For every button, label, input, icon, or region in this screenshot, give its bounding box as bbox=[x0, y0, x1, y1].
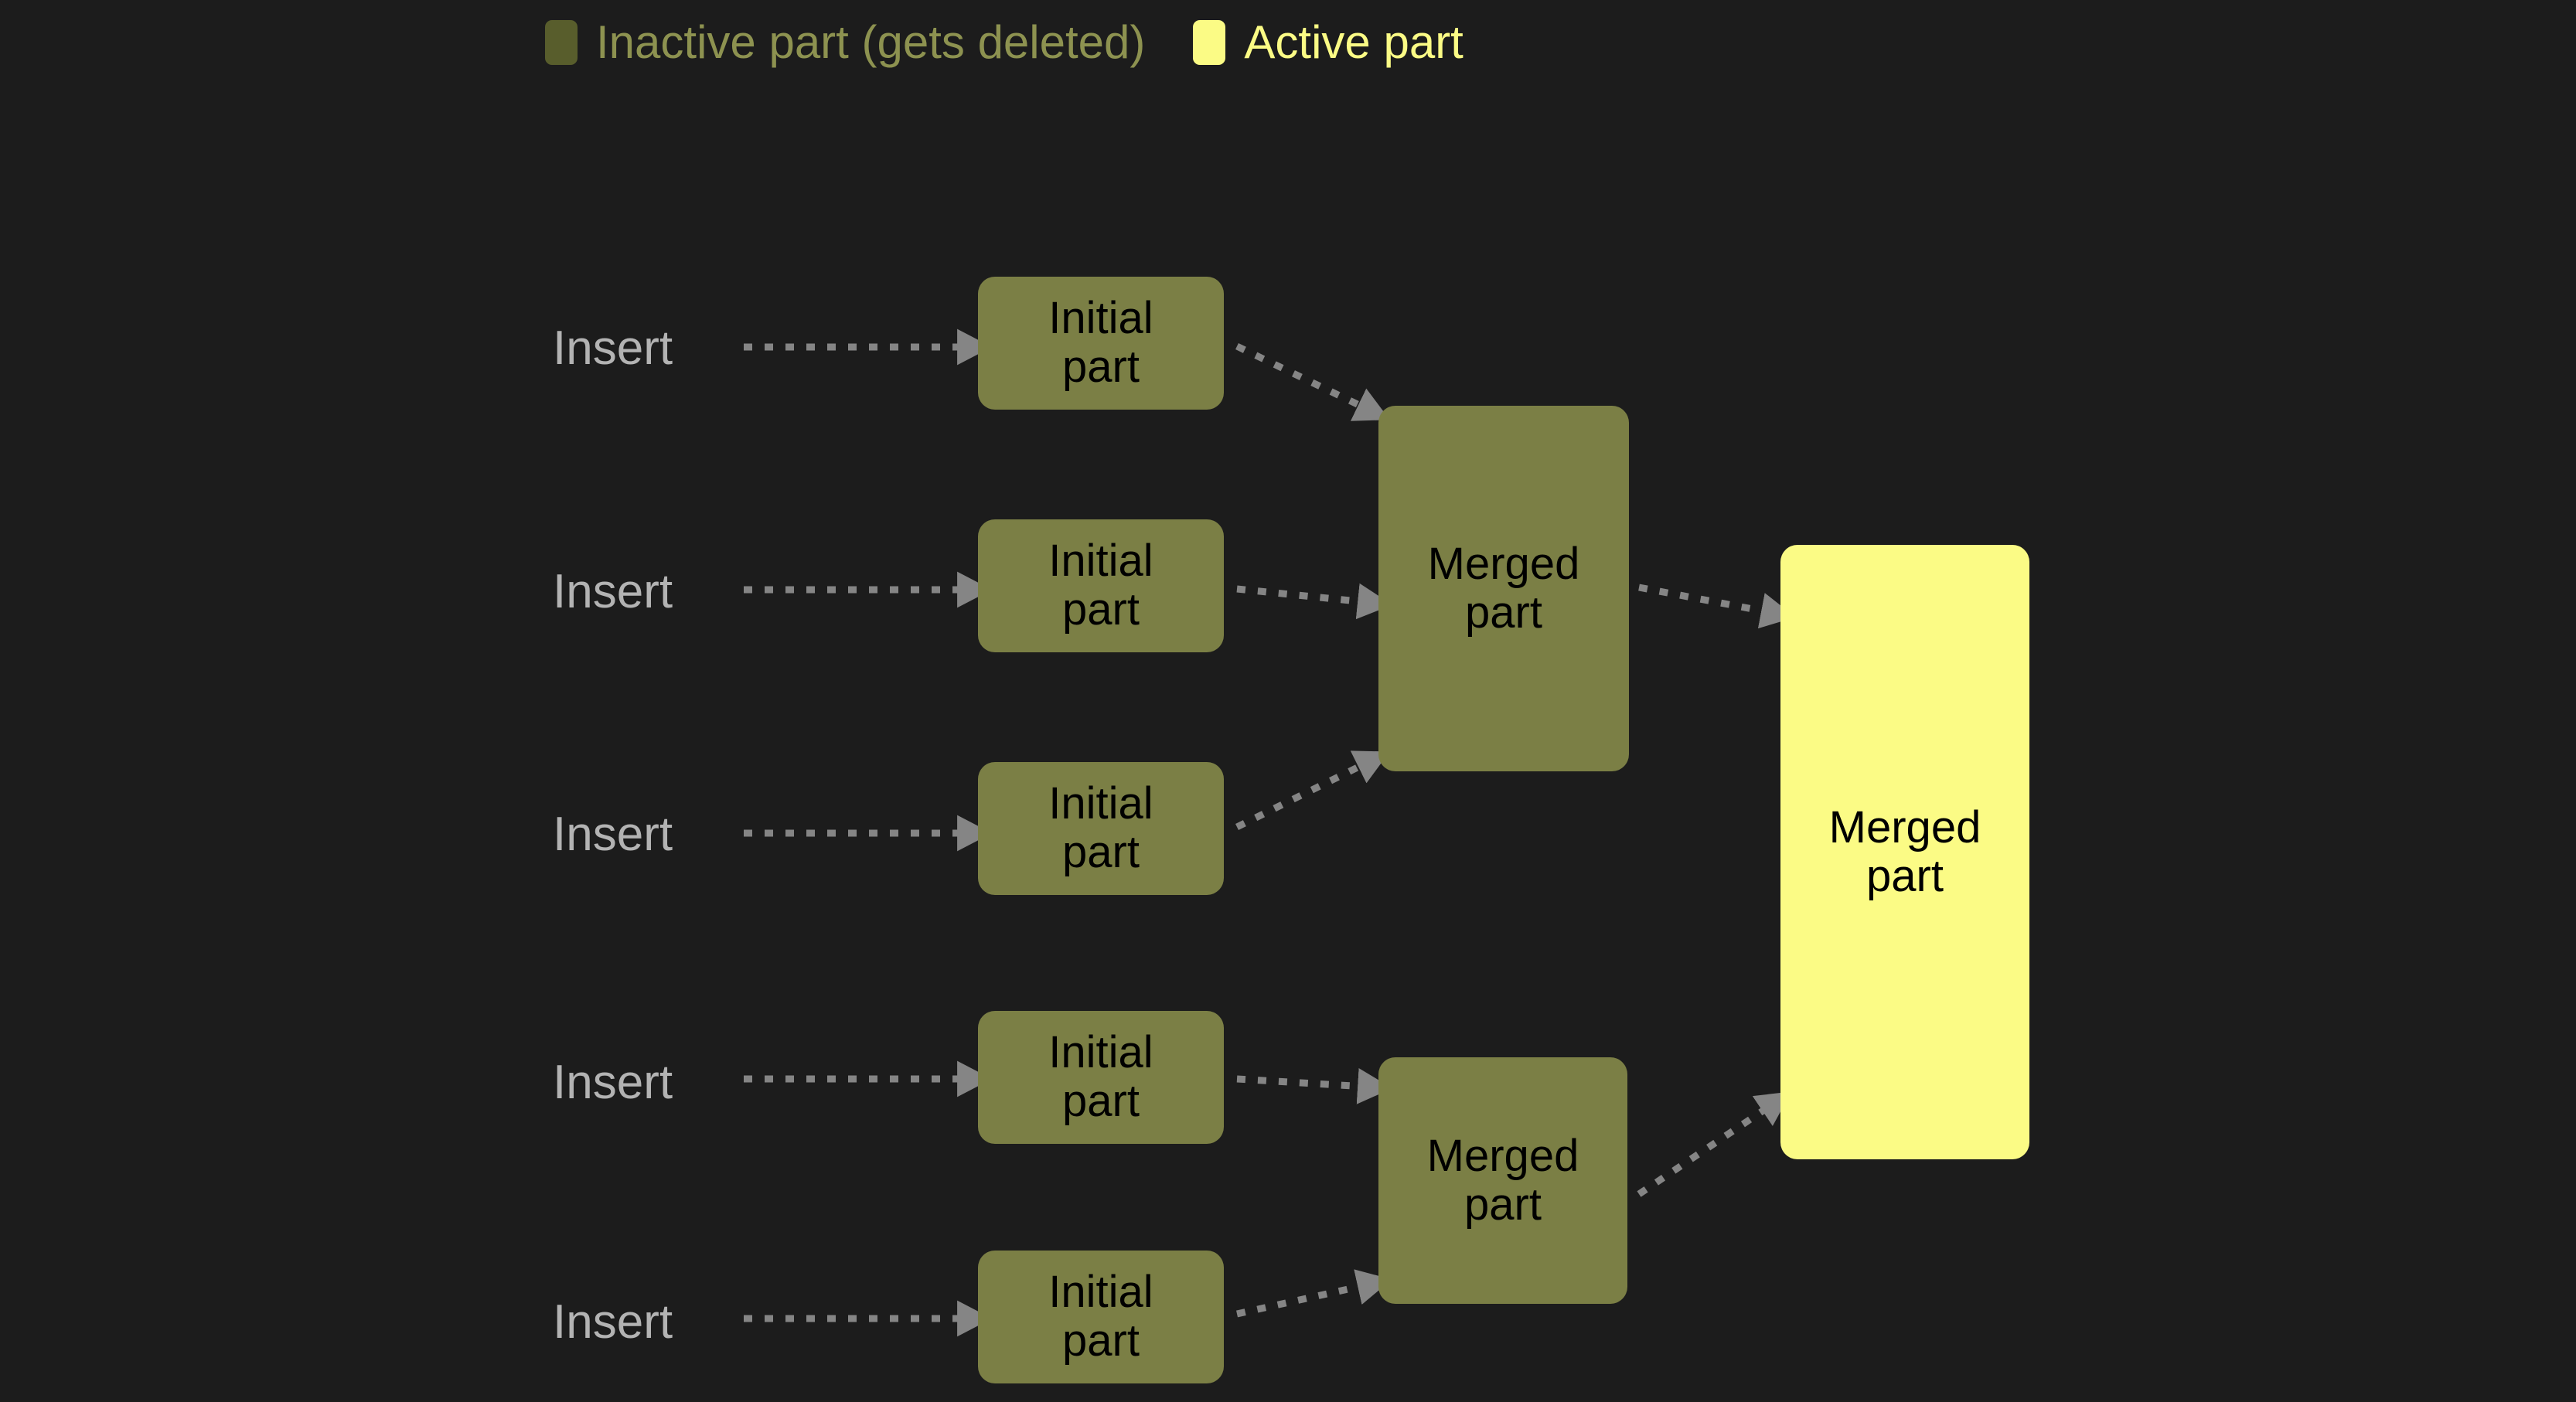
edge-merged-bottom-to-merged-final bbox=[1637, 1091, 1792, 1197]
legend: Inactive part (gets deleted) Active part bbox=[545, 8, 1463, 77]
insert-label-1: Insert bbox=[553, 322, 673, 375]
insert-label-2: Insert bbox=[553, 565, 673, 618]
legend-swatch-active-icon bbox=[1193, 20, 1226, 65]
legend-label-inactive: Inactive part (gets deleted) bbox=[596, 16, 1146, 68]
edge-initial-2-to-merged-top bbox=[1236, 583, 1392, 620]
insert-label-3: Insert bbox=[553, 808, 673, 861]
legend-label-active: Active part bbox=[1244, 16, 1463, 68]
legend-swatch-inactive-icon bbox=[545, 20, 578, 65]
edge-initial-1-to-merged-top bbox=[1235, 342, 1390, 421]
legend-item-active: Active part bbox=[1193, 19, 1463, 66]
insert-label-5: Insert bbox=[553, 1295, 673, 1349]
edge-initial-3-to-merged-top bbox=[1235, 750, 1390, 831]
edge-merged-top-to-merged-final bbox=[1638, 584, 1796, 629]
insert-label-4: Insert bbox=[553, 1056, 673, 1109]
legend-item-inactive: Inactive part (gets deleted) bbox=[545, 19, 1145, 66]
edge-initial-5-to-merged-bottom bbox=[1236, 1269, 1392, 1318]
edge-initial-4-to-merged-bottom bbox=[1236, 1068, 1393, 1104]
